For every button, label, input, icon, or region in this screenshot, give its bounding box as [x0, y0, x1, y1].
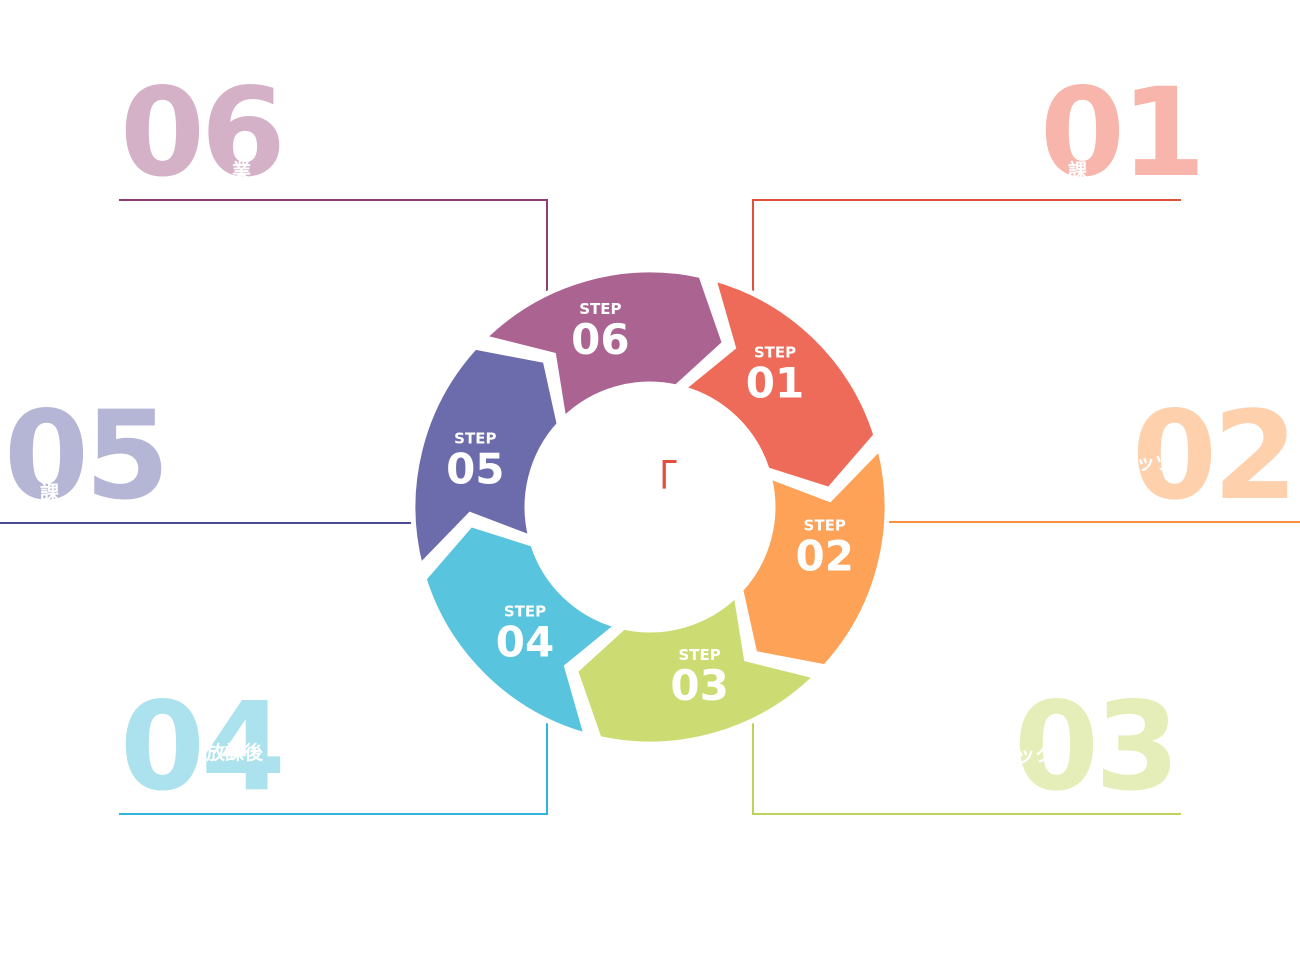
step-label-06: STEP	[579, 300, 621, 318]
connector-03-vertical	[752, 722, 754, 815]
step-label-02: STEP	[804, 517, 846, 535]
big-number-01: 01	[1040, 62, 1206, 204]
big-number-06: 06	[120, 62, 286, 204]
big-number-05: 05	[4, 385, 170, 527]
step-label-03: STEP	[678, 646, 720, 664]
connector-06-horizontal	[119, 199, 548, 201]
step-segment-03	[572, 589, 821, 747]
step-number-05: 05	[446, 445, 504, 494]
caption-04: 放課後	[206, 742, 264, 764]
step-label-05: STEP	[454, 430, 496, 448]
big-number-04: 04	[120, 676, 286, 818]
caption-03: ック	[1016, 744, 1055, 766]
step-segment-01	[677, 275, 879, 493]
center-bracket-mark: 「	[634, 457, 678, 508]
connector-04-vertical	[546, 722, 548, 815]
connector-06-vertical	[546, 199, 548, 291]
step-number-06: 06	[571, 315, 629, 364]
step-number-04: 04	[496, 618, 554, 667]
big-number-03: 03	[1014, 676, 1180, 818]
big-number-02: 02	[1132, 385, 1298, 527]
caption-02: ッツ	[1136, 452, 1175, 474]
step-segment-06	[479, 267, 728, 425]
step-segment-05	[410, 344, 562, 571]
connector-01-vertical	[752, 199, 754, 291]
center-circle	[529, 386, 771, 628]
connector-05-horizontal	[0, 522, 411, 524]
connector-02-horizontal	[889, 521, 1300, 523]
step-label-01: STEP	[754, 344, 796, 362]
connector-04-horizontal	[119, 813, 548, 815]
step-segment-02	[738, 443, 890, 670]
step-number-02: 02	[795, 532, 853, 581]
step-number-03: 03	[670, 661, 728, 710]
connector-01-horizontal	[752, 199, 1181, 201]
connector-03-horizontal	[752, 813, 1181, 815]
caption-06: 業	[232, 160, 252, 182]
step-segment-04	[421, 521, 623, 739]
step-label-04: STEP	[504, 603, 546, 621]
caption-05: 課	[40, 482, 60, 504]
caption-01: 課	[1068, 160, 1088, 182]
step-number-01: 01	[746, 359, 804, 408]
